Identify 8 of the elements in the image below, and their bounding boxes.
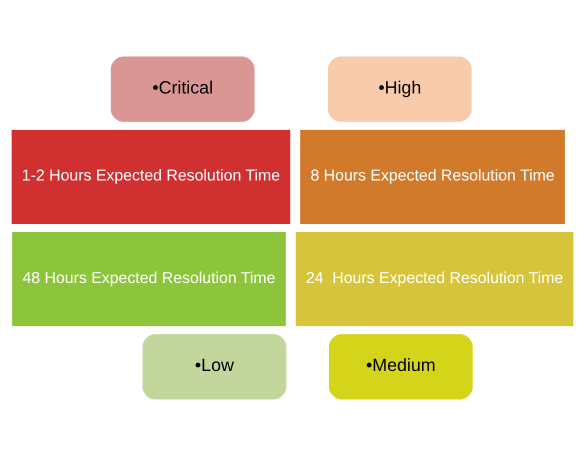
node-box: 1-2 Hours Expected Resolution Time (12, 129, 290, 224)
node-box: •Critical (110, 56, 255, 122)
node-box: 24 Hours Expected Resolution Time (296, 231, 574, 326)
node-box: 48 Hours Expected Resolution Time (12, 231, 286, 326)
node-box: •High (328, 56, 472, 122)
node-box: 8 Hours Expected Resolution Time (300, 129, 565, 224)
node-box: •Low (142, 334, 286, 400)
node-box: •Medium (328, 334, 473, 400)
